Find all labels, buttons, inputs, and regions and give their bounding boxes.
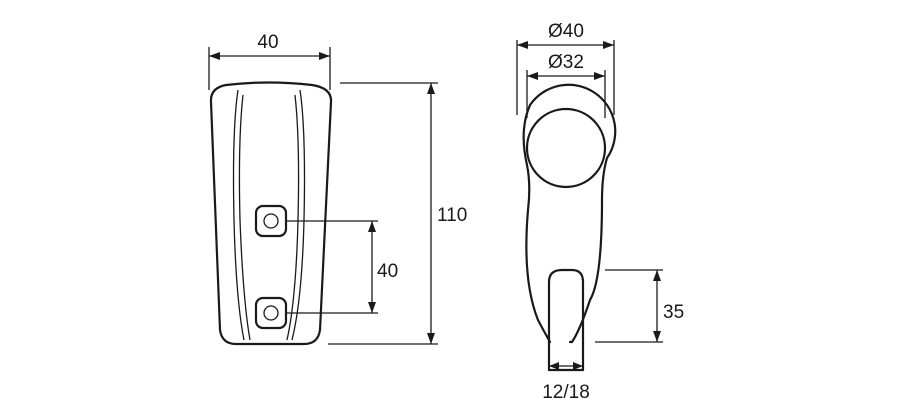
side-inner-ring — [525, 107, 607, 189]
outer-diameter-label: Ø40 — [548, 21, 584, 42]
upper-screw-hole-inner — [263, 213, 279, 229]
height-label: 110 — [437, 205, 467, 226]
id-arrow-right — [594, 72, 605, 80]
side-body-outline — [522, 83, 617, 344]
front-view: 40 110 40 — [208, 32, 467, 346]
front-groove-right — [291, 89, 306, 341]
depth-arrow-bottom — [653, 331, 661, 342]
front-groove-left-2 — [238, 94, 251, 341]
slot-width-arrow-right — [573, 362, 583, 370]
width-arrow-left — [209, 52, 220, 60]
side-view: Ø40 Ø32 35 12/18 — [516, 21, 684, 403]
height-arrow-bottom — [427, 333, 435, 344]
lower-screw-hole-outer — [254, 296, 288, 330]
hole-arrow-top — [368, 221, 376, 232]
slot-width-arrow-left — [549, 362, 559, 370]
width-label: 40 — [257, 32, 278, 53]
side-slot-outline — [547, 268, 585, 344]
od-arrow-right — [603, 41, 614, 49]
depth-arrow-top — [653, 270, 661, 281]
id-arrow-left — [527, 72, 538, 80]
front-groove-left — [232, 89, 245, 341]
lower-screw-hole-inner — [263, 305, 279, 321]
upper-screw-hole-outer — [254, 204, 288, 238]
slot-width-label: 12/18 — [542, 382, 590, 403]
inner-diameter-label: Ø32 — [548, 52, 584, 73]
slot-depth-label: 35 — [663, 302, 684, 323]
hole-arrow-bottom — [368, 302, 376, 313]
front-groove-right-2 — [286, 94, 300, 341]
front-body-outline — [209, 81, 333, 346]
height-arrow-top — [427, 83, 435, 94]
hole-spacing-label: 40 — [377, 261, 398, 282]
width-arrow-right — [319, 52, 330, 60]
od-arrow-left — [517, 41, 528, 49]
